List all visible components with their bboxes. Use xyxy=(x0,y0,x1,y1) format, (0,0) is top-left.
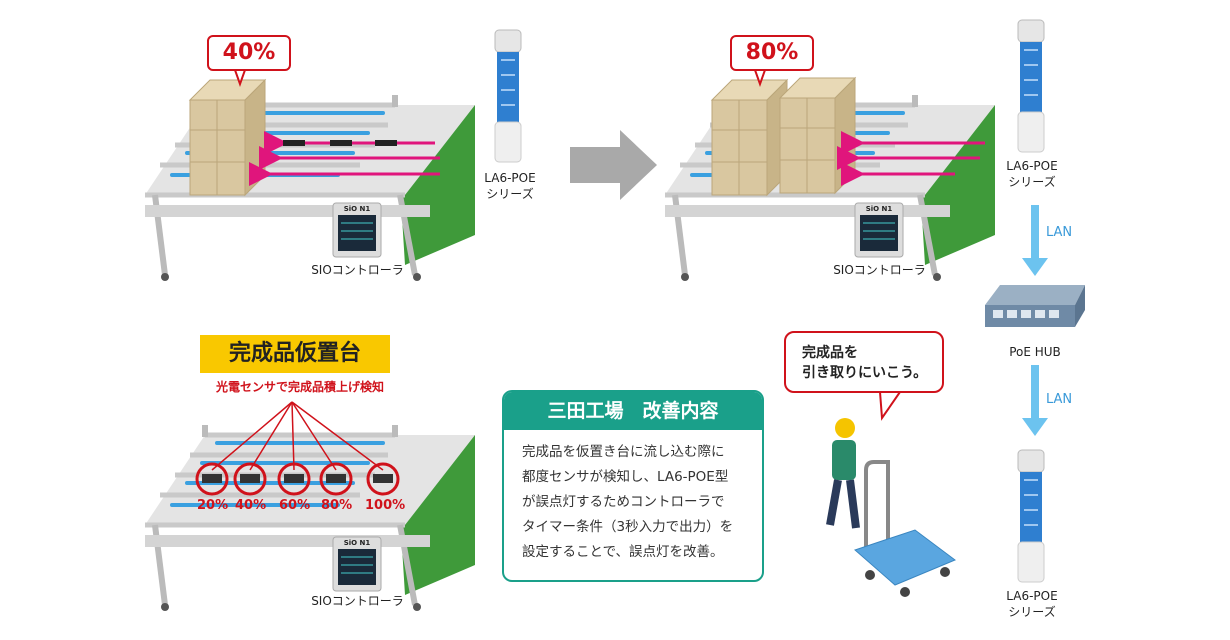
improvement-line: 設定することで、誤点灯を改善。 xyxy=(522,544,724,560)
improvement-line: 都度センサが検知し、LA6-POE型 xyxy=(522,469,729,485)
tower-model: LA6-POE xyxy=(1006,159,1058,173)
worker-illustration xyxy=(826,418,860,529)
tower-label: LA6-POE シリーズ xyxy=(992,588,1072,620)
signal-tower xyxy=(1017,449,1045,583)
tower-label: LA6-POE シリーズ xyxy=(992,158,1072,190)
lan-label: LAN xyxy=(1046,392,1073,407)
lan-label: LAN xyxy=(1046,225,1073,240)
improvement-line: 完成品を仮置き台に流し込む際に xyxy=(522,444,725,460)
tower-series: シリーズ xyxy=(1008,605,1056,619)
controller-brand: SiO N1 xyxy=(865,205,893,213)
lan-arrow-icon xyxy=(1022,205,1048,276)
product-boxes xyxy=(779,77,856,194)
flow-arrows xyxy=(249,131,440,186)
lan-arrow-icon xyxy=(1022,365,1048,436)
controller-label: SIOコントローラ xyxy=(311,263,404,277)
hand-cart xyxy=(854,460,956,597)
tower-series: シリーズ xyxy=(486,187,534,201)
poe-hub xyxy=(985,285,1085,327)
improvement-title: 三田工場 改善内容 xyxy=(504,392,762,430)
speech-bubble: 完成品を引き取りにいこう。 xyxy=(784,331,944,393)
hub-label: PoE HUB xyxy=(1009,345,1061,359)
tower-label: LA6-POE シリーズ xyxy=(470,170,550,202)
percentage-label: 40% xyxy=(235,498,267,513)
signal-tower xyxy=(1017,19,1045,153)
sensor-pointer-lines xyxy=(211,401,384,471)
speech-line: 引き取りにいこう。 xyxy=(802,365,928,381)
transition-arrow-icon xyxy=(570,130,657,200)
improvement-line: タイマー条件（3秒入力で出力）を xyxy=(522,519,734,535)
improvement-box: 三田工場 改善内容 完成品を仮置き台に流し込む際に 都度センサが検知し、LA6-… xyxy=(502,390,764,582)
sensor-markers xyxy=(195,462,400,496)
product-boxes xyxy=(189,79,266,196)
product-boxes xyxy=(711,79,788,196)
sensor-note: 光電センサで完成品積上げ検知 xyxy=(215,380,384,394)
percentage-label: 20% xyxy=(197,498,229,513)
tower-model: LA6-POE xyxy=(484,171,536,185)
tower-model: LA6-POE xyxy=(1006,589,1058,603)
improvement-body: 完成品を仮置き台に流し込む際に 都度センサが検知し、LA6-POE型 が誤点灯す… xyxy=(504,430,762,575)
signal-tower xyxy=(494,29,522,163)
capacity-callout: 40% xyxy=(207,35,291,71)
percentage-label: 60% xyxy=(279,498,311,513)
percentage-label: 80% xyxy=(321,498,353,513)
controller-label: SIOコントローラ xyxy=(833,263,926,277)
tower-series: シリーズ xyxy=(1008,175,1056,189)
speech-line: 完成品を xyxy=(802,345,858,361)
controller-brand: SiO N1 xyxy=(343,539,371,547)
percentage-label: 100% xyxy=(365,498,406,513)
controller-brand: SiO N1 xyxy=(343,205,371,213)
rack-illustration xyxy=(145,425,475,611)
controller-label: SIOコントローラ xyxy=(311,594,404,608)
section-title: 完成品仮置台 xyxy=(200,335,390,373)
improvement-line: が誤点灯するためコントローラで xyxy=(522,494,725,510)
flow-arrows xyxy=(837,131,985,186)
capacity-callout: 80% xyxy=(730,35,814,71)
